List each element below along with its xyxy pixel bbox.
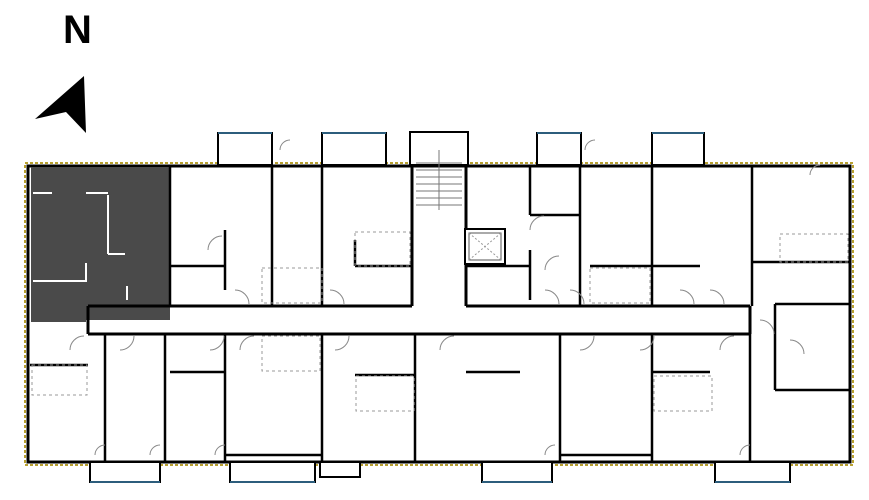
partition-walls bbox=[30, 166, 850, 462]
doors bbox=[69, 139, 821, 456]
elevator bbox=[464, 228, 506, 265]
top-balconies bbox=[217, 131, 705, 166]
north-arrow-icon bbox=[35, 76, 86, 133]
staircase bbox=[416, 150, 462, 210]
corridor bbox=[86, 165, 752, 336]
north-label: N bbox=[63, 8, 92, 52]
